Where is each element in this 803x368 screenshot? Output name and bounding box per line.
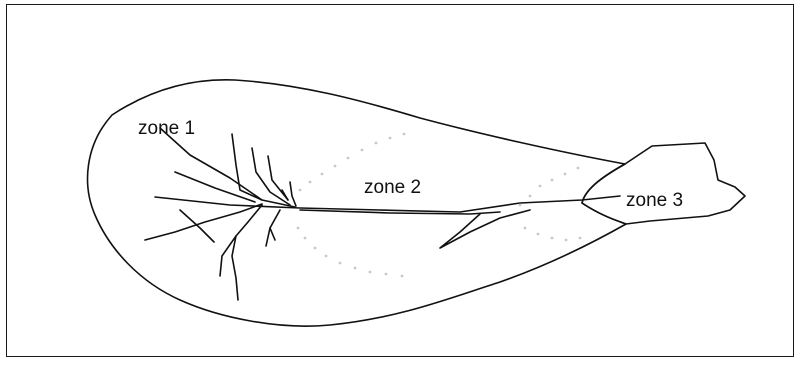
drainage-branch	[232, 205, 262, 300]
zone2-label: zone 2	[364, 177, 421, 198]
drainage-branch	[270, 228, 275, 240]
zone1-label: zone 1	[138, 118, 195, 139]
drainage-branch	[180, 210, 214, 242]
basin-outline	[88, 80, 626, 326]
drainage-branch	[282, 190, 288, 200]
main-channel	[155, 196, 620, 212]
drainage-branch	[145, 204, 262, 240]
tributary-lower	[440, 210, 530, 248]
zone3-outline	[582, 143, 745, 224]
zone3-label: zone 3	[626, 190, 683, 211]
drainage-branch	[290, 182, 296, 206]
zone-boundary-dots	[297, 133, 582, 278]
drainage-branch	[220, 236, 236, 276]
drainage-branch	[266, 210, 280, 246]
